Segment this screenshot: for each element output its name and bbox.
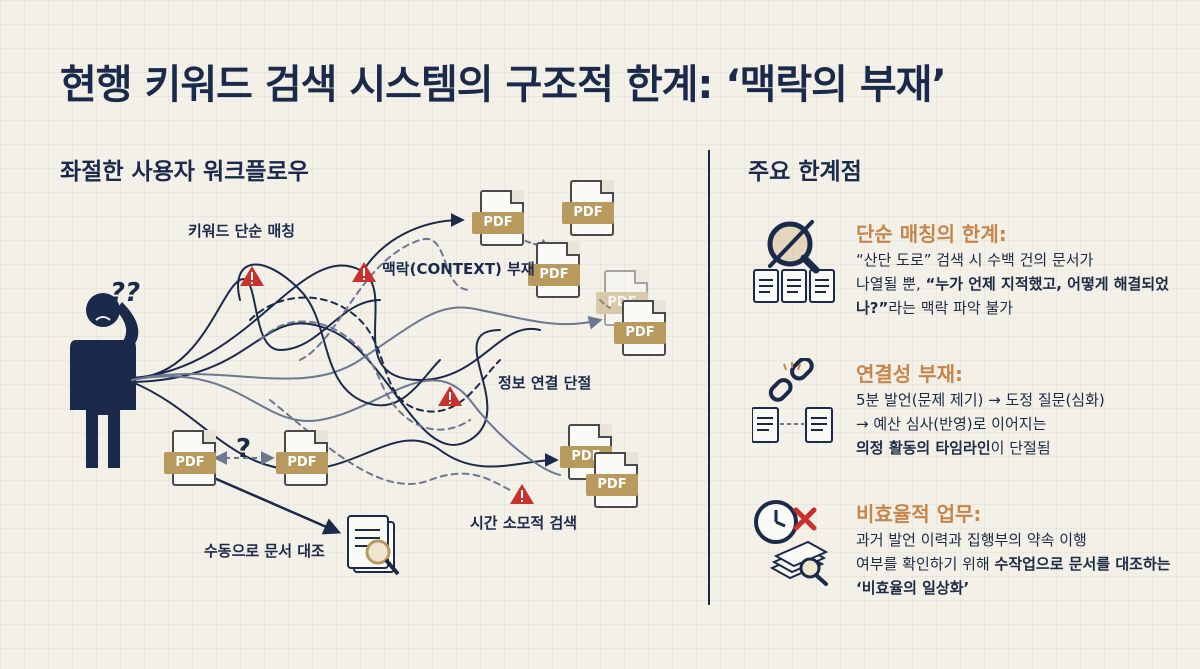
clock-cross-icon xyxy=(752,498,844,588)
workflow-heading: 좌절한 사용자 워크플로우 xyxy=(60,159,309,185)
info-break-label: 정보 연결 단절 xyxy=(498,374,592,392)
confusion-question-marks: ?? xyxy=(110,278,141,308)
pdf-icon: PDF xyxy=(528,242,580,298)
confused-user-icon xyxy=(70,293,139,468)
manual-compare-arrow xyxy=(213,476,342,535)
limitations-heading: 주요 한계점 xyxy=(748,159,862,185)
limitation-text: 5분 발언(문제 제기) → 도정 질문(심화)→ 예산 심사(반영)로 이어지… xyxy=(856,391,1105,457)
workflow-diagram xyxy=(70,213,611,576)
sad-face-icon xyxy=(95,316,111,321)
tangle-path xyxy=(131,278,381,379)
limitation-heading: 비효율적 업무: xyxy=(856,502,982,526)
tangle-path xyxy=(131,306,603,381)
limitation-heading: 연결성 부재: xyxy=(856,362,963,386)
pdf-icon: PDF xyxy=(586,452,638,508)
pdf-icon: PDF xyxy=(276,430,328,486)
warning-icon xyxy=(510,484,534,504)
no-context-label: 맥락(CONTEXT) 부재 xyxy=(382,260,535,278)
document-magnifier-icon xyxy=(347,515,400,576)
keyword-match-label: 키워드 단순 매칭 xyxy=(188,222,296,240)
warning-icon xyxy=(240,266,264,286)
tangle-path xyxy=(299,237,471,361)
tangle-path xyxy=(131,264,541,382)
warning-icon xyxy=(438,386,462,406)
manual-compare-label: 수동으로 문서 대조 xyxy=(204,542,325,560)
pdf-icon: PDF xyxy=(614,300,666,356)
compare-question-mark: ? xyxy=(236,434,252,464)
warning-icon xyxy=(352,262,376,282)
broken-link-icon xyxy=(751,356,844,448)
search-slash-icon xyxy=(752,218,844,308)
section-divider xyxy=(708,150,710,605)
pdf-icon: PDF xyxy=(472,190,524,246)
tangle-path xyxy=(359,213,465,277)
limitation-item: 연결성 부재: 5분 발언(문제 제기) → 도정 질문(심화)→ 예산 심사(… xyxy=(751,356,1172,468)
tangle-path xyxy=(259,320,471,431)
page-title: 현행 키워드 검색 시스템의 구조적 한계: ‘맥락의 부재’ xyxy=(60,62,947,108)
tangle-path xyxy=(131,322,501,446)
tangle-path xyxy=(249,296,501,413)
tangle-path xyxy=(269,399,511,491)
pdf-icon: PDF xyxy=(562,180,614,236)
time-waste-label: 시간 소모적 검색 xyxy=(470,514,578,532)
pdf-icon: PDF xyxy=(164,430,216,486)
limitation-heading: 단순 매칭의 한계: xyxy=(856,222,1007,246)
tangle-path xyxy=(599,299,611,309)
tangle-path xyxy=(131,375,561,476)
tangle-path xyxy=(237,263,441,407)
